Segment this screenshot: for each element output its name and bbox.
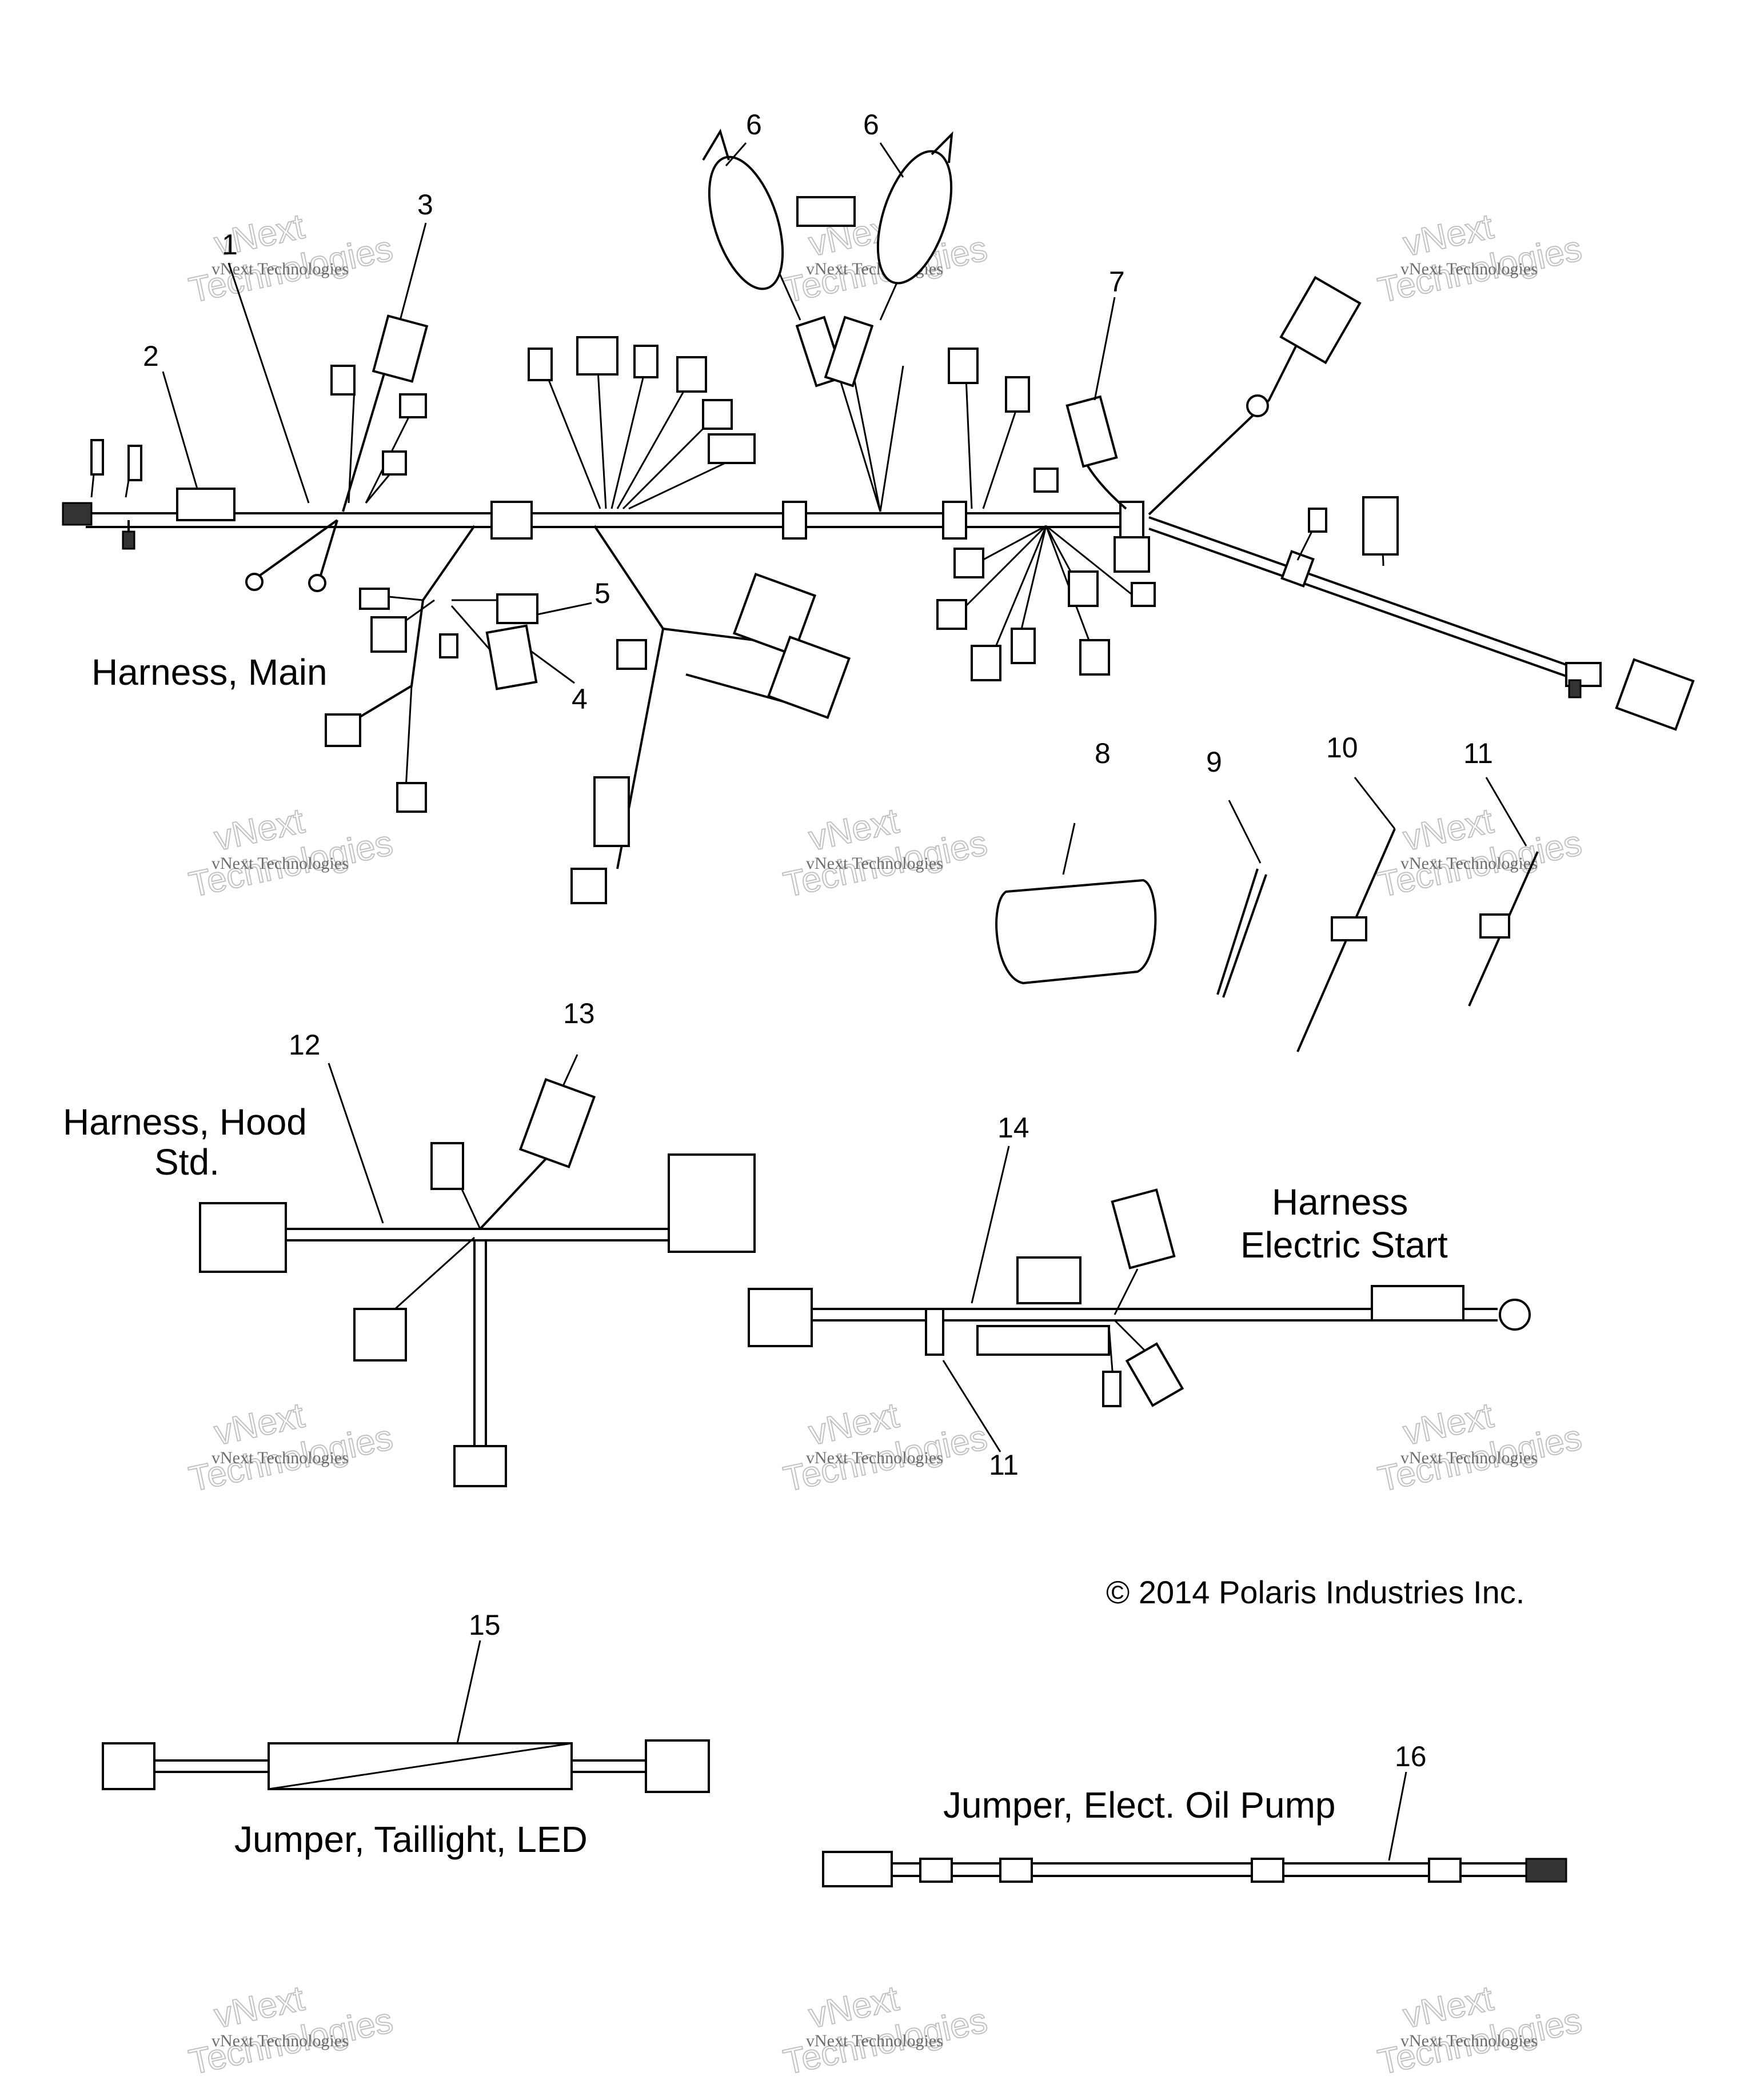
callout-numbers: 1 2 3 4 5 6 6 7 8 9 10 11 11 12 13 14 15…: [143, 109, 1493, 1772]
watermark-text: vNext Technologies: [806, 1448, 943, 1467]
label-harness-es-1: Harness: [1272, 1181, 1408, 1223]
callout-5[interactable]: 5: [594, 577, 610, 609]
label-harness-main: Harness, Main: [91, 652, 328, 693]
oil-pump-connector-right: [1525, 1858, 1567, 1883]
es-ring-terminal: [1499, 1299, 1531, 1331]
watermark-text: vNext Technologies: [1400, 259, 1538, 278]
callout-15[interactable]: 15: [469, 1609, 501, 1641]
watermark-text: vNext Technologies: [1400, 2031, 1538, 2050]
watermark-text: vNext Technologies: [211, 1448, 349, 1467]
callout-12[interactable]: 12: [289, 1029, 321, 1061]
taillight-connector-left: [102, 1742, 155, 1790]
watermark-text: vNext Technologies: [211, 259, 349, 278]
callout-9[interactable]: 9: [1206, 746, 1222, 778]
label-harness-hood-1: Harness, Hood: [63, 1101, 307, 1143]
fuse-block: [796, 196, 856, 227]
misc-parts[interactable]: [995, 777, 1539, 1052]
callout-16[interactable]: 16: [1395, 1740, 1427, 1772]
callout-11b[interactable]: 11: [989, 1449, 1019, 1481]
connector: [576, 336, 618, 376]
label-jumper-oil-pump: Jumper, Elect. Oil Pump: [943, 1784, 1335, 1826]
callout-6b[interactable]: 6: [863, 109, 879, 141]
left-end-connector: [62, 502, 93, 526]
callout-leaders-main: [162, 142, 1116, 684]
tie-9: [1216, 868, 1259, 995]
label-harness-es-2: Electric Start: [1240, 1224, 1448, 1265]
connector: [1279, 276, 1362, 365]
callout-1[interactable]: 1: [222, 229, 238, 261]
trunk-sleeve: [490, 501, 533, 540]
trunk-clip: [942, 501, 967, 540]
hood-module-right: [668, 1153, 756, 1253]
es-connector-left: [748, 1288, 813, 1347]
callout-14[interactable]: 14: [997, 1112, 1029, 1144]
watermark-text: vNext Technologies: [211, 2031, 349, 2050]
watermark-text: vNext Technologies: [211, 854, 349, 873]
es-relay: [1016, 1256, 1081, 1304]
hood-connector-left: [199, 1202, 287, 1273]
watermark-text: vNext Technologies: [1400, 854, 1538, 873]
callout-4[interactable]: 4: [572, 683, 588, 715]
connector-5: [496, 593, 538, 624]
connector-4: [485, 624, 538, 690]
jumper-oil-pump-drawing[interactable]: [822, 1771, 1567, 1887]
label-harness-hood-2: Std.: [154, 1141, 220, 1183]
callout-3[interactable]: 3: [417, 189, 433, 221]
connector-3: [372, 314, 429, 383]
label-jumper-taillight: Jumper, Taillight, LED: [234, 1819, 588, 1860]
injector-6: [708, 155, 784, 290]
callout-7[interactable]: 7: [1109, 266, 1125, 298]
callout-8[interactable]: 8: [1095, 737, 1111, 769]
jumper-taillight-drawing[interactable]: [102, 1640, 710, 1793]
copyright-text: © 2014 Polaris Industries Inc.: [1106, 1574, 1524, 1610]
harness-electric-start-drawing[interactable]: [748, 1145, 1531, 1452]
callout-10[interactable]: 10: [1326, 732, 1358, 764]
trunk-sleeve: [782, 501, 807, 540]
callout-6a[interactable]: 6: [746, 109, 762, 141]
taillight-connector-right: [645, 1739, 710, 1793]
oil-pump-connector-left: [822, 1851, 893, 1887]
watermark-text: vNext Technologies: [806, 2031, 943, 2050]
connector-13: [518, 1077, 596, 1169]
connector-2: [176, 488, 236, 521]
watermark-text: vNext Technologies: [1400, 1448, 1538, 1467]
callout-11a[interactable]: 11: [1463, 737, 1493, 769]
sleeve-8: [995, 879, 1157, 985]
harness-main-drawing[interactable]: [62, 129, 1695, 904]
harness-hood-drawing[interactable]: [199, 1054, 756, 1487]
callout-2[interactable]: 2: [143, 340, 159, 372]
callout-13[interactable]: 13: [563, 997, 595, 1029]
connector-7: [1065, 395, 1118, 468]
section-labels: Harness, Main Harness, Hood Std. Harness…: [63, 652, 1524, 1860]
ring-terminal: [308, 574, 326, 592]
ring-terminal: [245, 573, 264, 591]
injector-6: [876, 150, 953, 285]
watermark-text: vNext Technologies: [806, 854, 943, 873]
